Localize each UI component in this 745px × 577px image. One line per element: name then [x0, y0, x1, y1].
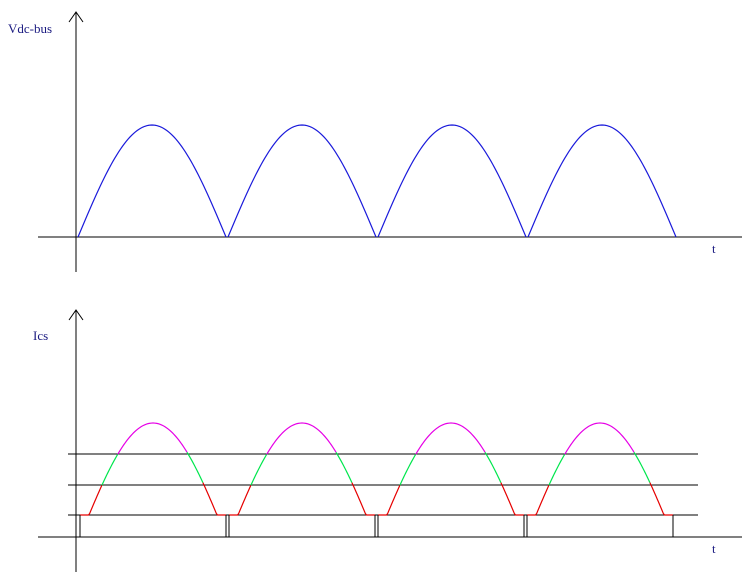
current-segment-3-1	[378, 485, 401, 516]
top-y-axis-label: Vdc-bus	[8, 21, 52, 36]
current-segment-1-2	[101, 454, 119, 486]
current-segment-4-5	[649, 482, 673, 516]
bottom-y-axis-label: Ics	[33, 328, 48, 343]
current-segment-2-5	[351, 482, 375, 516]
current-segment-3-4	[484, 451, 502, 483]
bottom-x-axis-label: t	[712, 541, 716, 556]
top-panel: Vdc-bus t	[8, 11, 742, 272]
current-segment-4-3	[564, 422, 635, 455]
top-half-wave-4	[527, 124, 677, 238]
current-segment-2-1	[229, 485, 252, 516]
top-half-wave-1	[77, 124, 227, 238]
bottom-waveform	[79, 422, 674, 537]
current-segment-3-5	[500, 482, 524, 516]
bottom-panel: Ics t	[33, 309, 742, 572]
top-half-wave-3	[377, 124, 527, 238]
current-segment-3-3	[415, 422, 486, 455]
current-segment-1-1	[80, 485, 103, 516]
current-segment-3-2	[399, 454, 417, 486]
top-half-wave-2	[227, 124, 377, 238]
bottom-y-axis-arrowhead	[68, 309, 84, 321]
current-segment-4-4	[633, 451, 651, 483]
top-y-axis-arrowhead	[68, 11, 84, 23]
current-segment-4-1	[527, 485, 550, 516]
top-waveform	[77, 124, 677, 238]
current-segment-1-4	[186, 451, 204, 483]
current-segment-2-3	[266, 422, 337, 455]
current-segment-1-3	[117, 422, 188, 455]
current-segment-2-4	[335, 451, 353, 483]
current-segment-1-5	[202, 482, 226, 516]
current-segment-4-2	[548, 454, 566, 486]
current-segment-2-2	[250, 454, 268, 486]
top-x-axis-label: t	[712, 241, 716, 256]
